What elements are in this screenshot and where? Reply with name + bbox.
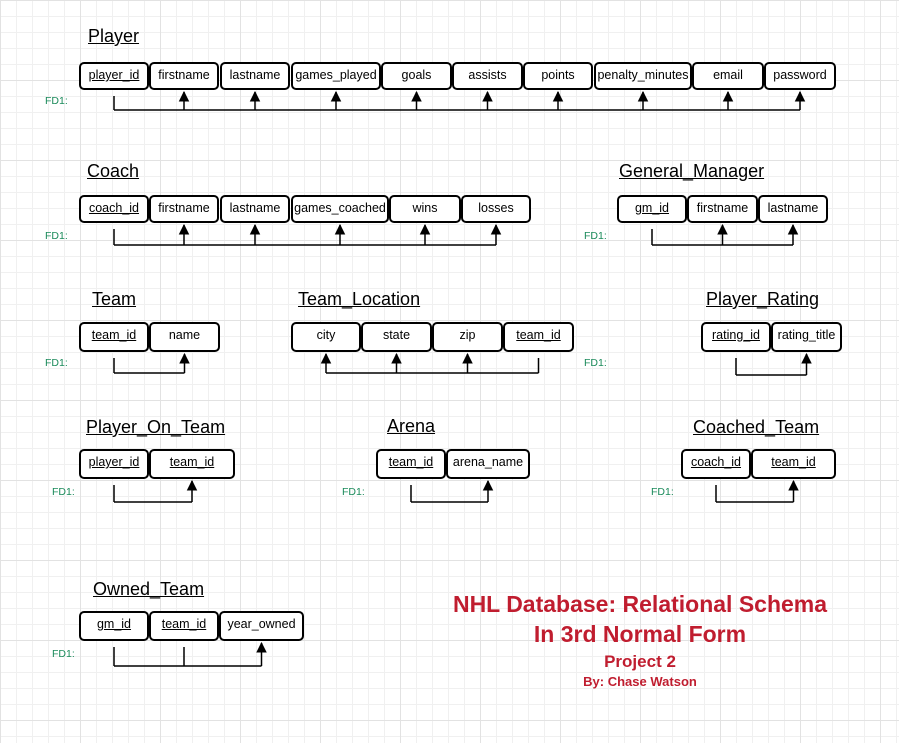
player-attr-assists: assists <box>452 62 523 90</box>
coached-team-attr-coach-id: coach_id <box>681 449 751 479</box>
coach-attr-losses: losses <box>461 195 531 223</box>
player-attr-goals: goals <box>381 62 452 90</box>
coach-attr-firstname: firstname <box>149 195 219 223</box>
player-fd-label: FD1: <box>45 95 68 107</box>
general-manager-attr-lastname: lastname <box>758 195 828 223</box>
team-title: Team <box>92 289 137 309</box>
owned-team-attr-team-id: team_id <box>149 611 219 641</box>
coach-attr-lastname: lastname <box>220 195 290 223</box>
diagram-heading: NHL Database: Relational Schema <box>452 591 828 617</box>
general-manager-title: General_Manager <box>619 161 765 181</box>
owned-team-title: Owned_Team <box>93 579 205 599</box>
arena-title: Arena <box>387 416 436 436</box>
owned-team-attr-year-owned: year_owned <box>219 611 304 641</box>
player-rating-title: Player_Rating <box>706 289 820 309</box>
player-attr-password: password <box>764 62 836 90</box>
arena-attr-arena-name: arena_name <box>446 449 530 479</box>
player-on-team-title: Player_On_Team <box>86 417 226 437</box>
arena-attr-team-id: team_id <box>376 449 446 479</box>
player-attr-player-id: player_id <box>79 62 149 90</box>
general-manager-attr-firstname: firstname <box>687 195 758 223</box>
coach-attr-wins: wins <box>389 195 461 223</box>
project-label: Project 2 <box>604 652 676 671</box>
coached-team-attr-team-id: team_id <box>751 449 836 479</box>
general-manager-fd-label: FD1: <box>584 230 607 242</box>
player-attr-firstname: firstname <box>149 62 219 90</box>
team-attr-name: name <box>149 322 220 352</box>
coach-attr-games-coached: games_coached <box>291 195 389 223</box>
team-location-attr-state: state <box>361 322 432 352</box>
player-rating-fd-label: FD1: <box>584 357 607 369</box>
player-attr-penalty-minutes: penalty_minutes <box>594 62 692 90</box>
coach-fd-label: FD1: <box>45 230 68 242</box>
team-location-title: Team_Location <box>298 289 421 309</box>
player-attr-points: points <box>523 62 593 90</box>
diagram-subheading: In 3rd Normal Form <box>533 621 747 647</box>
player-title: Player <box>88 26 140 46</box>
player-rating-attr-rating-title: rating_title <box>771 322 842 352</box>
arena-fd-label: FD1: <box>342 486 365 498</box>
coach-attr-coach-id: coach_id <box>79 195 149 223</box>
coached-team-fd-label: FD1: <box>651 486 674 498</box>
coached-team-title: Coached_Team <box>693 417 820 437</box>
team-fd-label: FD1: <box>45 357 68 369</box>
coach-title: Coach <box>87 161 140 181</box>
player-rating-attr-rating-id: rating_id <box>701 322 771 352</box>
player-on-team-attr-player-id: player_id <box>79 449 149 479</box>
player-attr-games-played: games_played <box>291 62 381 90</box>
team-attr-team-id: team_id <box>79 322 149 352</box>
player-on-team-fd-label: FD1: <box>52 486 75 498</box>
player-attr-email: email <box>692 62 764 90</box>
author-label: By: Chase Watson <box>583 674 697 689</box>
player-attr-lastname: lastname <box>220 62 290 90</box>
team-location-attr-zip: zip <box>432 322 503 352</box>
owned-team-fd-label: FD1: <box>52 648 75 660</box>
owned-team-attr-gm-id: gm_id <box>79 611 149 641</box>
team-location-attr-team-id: team_id <box>503 322 574 352</box>
team-location-attr-city: city <box>291 322 361 352</box>
player-on-team-attr-team-id: team_id <box>149 449 235 479</box>
general-manager-attr-gm-id: gm_id <box>617 195 687 223</box>
